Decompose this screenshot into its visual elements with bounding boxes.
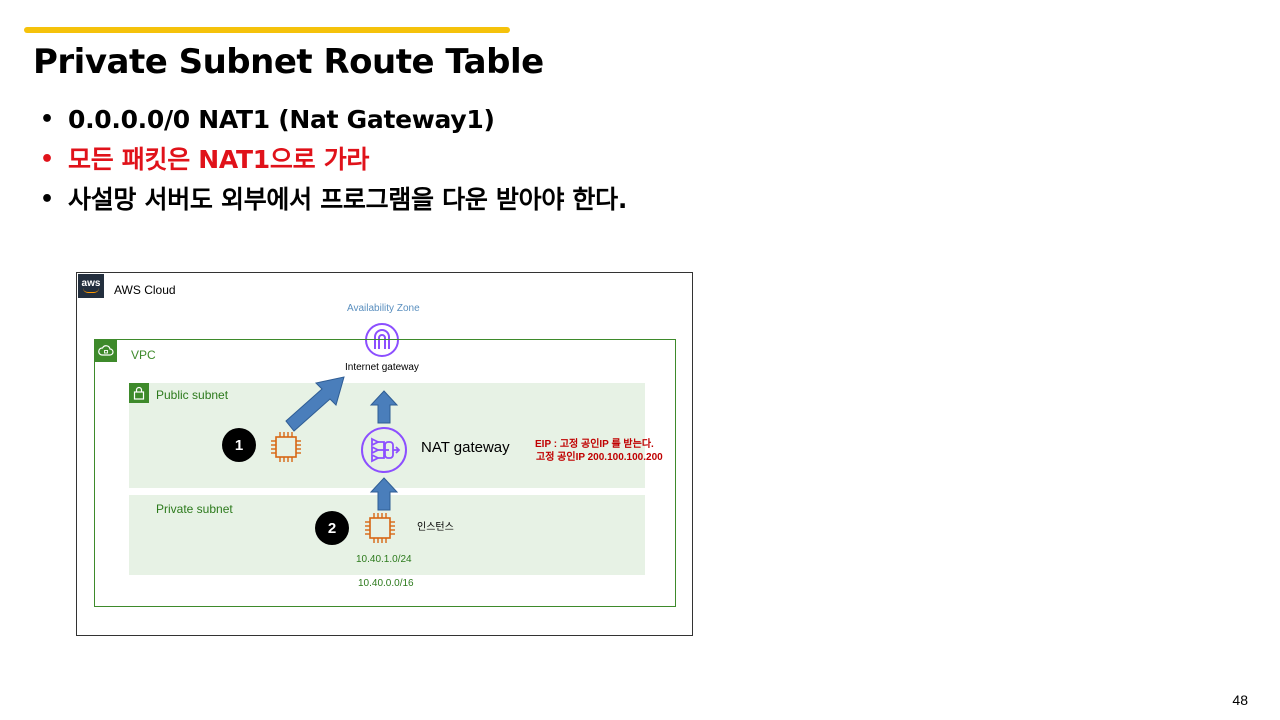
slide-title: Private Subnet Route Table: [33, 42, 544, 82]
bullet-item: • 0.0.0.0/0 NAT1 (Nat Gateway1): [40, 100, 627, 140]
bullet-item-highlight: • 모든 패킷은 NAT1으로 가라: [40, 140, 627, 180]
instance-label: 인스턴스: [417, 522, 454, 533]
aws-logo-text: aws: [81, 278, 101, 289]
internet-gateway-label: Internet gateway: [345, 362, 419, 373]
nat-gateway-icon: [361, 427, 407, 473]
lock-icon: [129, 383, 149, 403]
private-subnet-cidr: 10.40.1.0/24: [356, 554, 412, 565]
vpc-cloud-icon: [95, 340, 117, 362]
nat-gateway-label: NAT gateway: [421, 439, 510, 456]
arrow-up-icon: [369, 477, 399, 511]
step-badge-2: 2: [315, 511, 349, 545]
bullet-text: 사설망 서버도 외부에서 프로그램을 다운 받아야 한다.: [68, 185, 628, 214]
internet-gateway-icon: [365, 323, 399, 357]
ec2-instance-icon: [271, 432, 301, 462]
eip-note-line2: 고정 공인IP 200.100.100.200: [536, 452, 663, 463]
aws-logo: aws: [78, 274, 104, 298]
bullet-marker: •: [40, 147, 54, 172]
bullet-list: • 0.0.0.0/0 NAT1 (Nat Gateway1) • 모든 패킷은…: [40, 100, 627, 220]
bullet-text: 0.0.0.0/0 NAT1 (Nat Gateway1): [68, 105, 495, 134]
bullet-marker: •: [40, 187, 54, 212]
bullet-marker: •: [40, 107, 54, 132]
vpc-container: VPC 10.40.0.0/16: [94, 339, 676, 607]
aws-architecture-diagram: aws AWS Cloud Availability Zone Internet…: [76, 272, 693, 636]
bullet-text: 모든 패킷은 NAT1으로 가라: [68, 145, 370, 174]
eip-note: EIP : 고정 공인IP 를 받는다. 고정 공인IP 200.100.100…: [535, 438, 663, 464]
title-accent-bar: [24, 27, 510, 33]
aws-cloud-label: AWS Cloud: [114, 283, 176, 297]
arrow-up-icon: [369, 390, 399, 424]
arrow-diagonal-icon: [285, 376, 345, 432]
private-subnet-label: Private subnet: [156, 502, 233, 516]
page-number: 48: [1232, 692, 1248, 708]
vpc-cidr: 10.40.0.0/16: [358, 578, 414, 589]
step-badge-1: 1: [222, 428, 256, 462]
availability-zone-label: Availability Zone: [347, 303, 420, 314]
bullet-item: • 사설망 서버도 외부에서 프로그램을 다운 받아야 한다.: [40, 180, 627, 220]
vpc-label: VPC: [131, 348, 156, 362]
ec2-instance-icon: [365, 513, 395, 543]
public-subnet-label: Public subnet: [156, 388, 229, 402]
eip-note-line1: EIP : 고정 공인IP 를 받는다.: [535, 439, 654, 450]
